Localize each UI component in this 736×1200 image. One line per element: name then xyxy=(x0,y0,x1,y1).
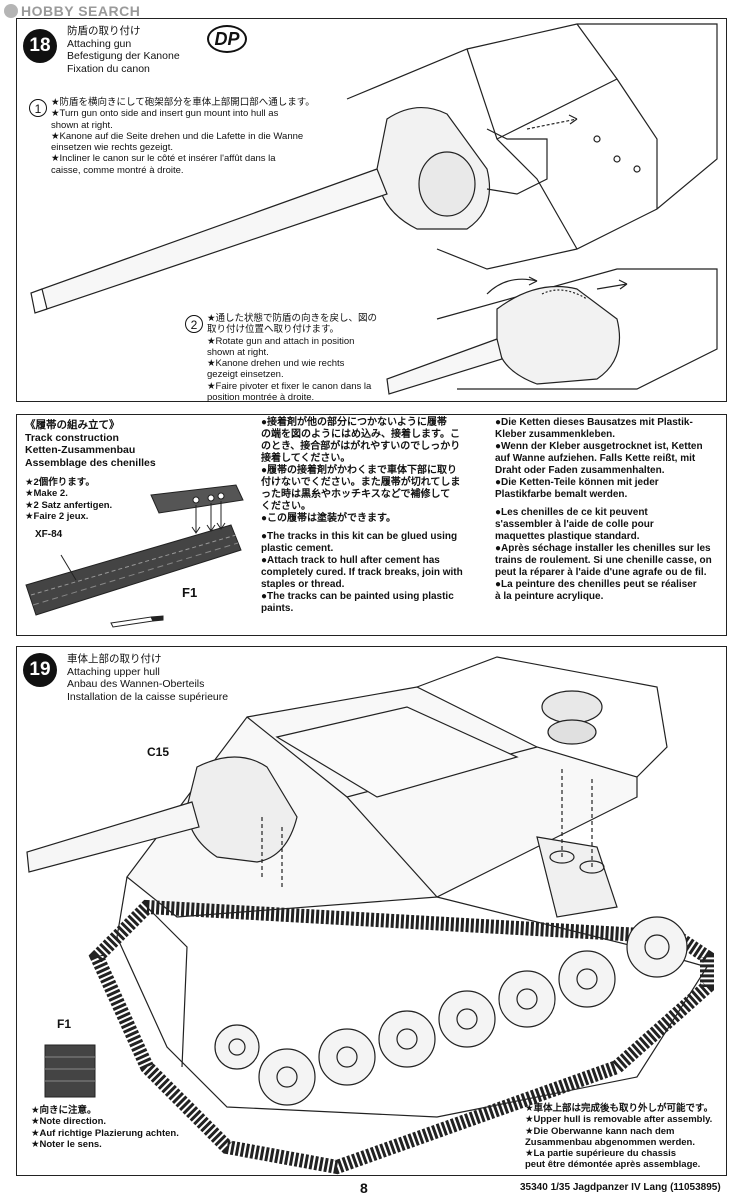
step-number: 19 xyxy=(23,653,57,687)
step-18-panel: 18 防盾の取り付け Attaching gun Befestigung der… xyxy=(16,18,727,404)
removable-hull-note: ★車体上部は完成後も取り外しが可能です。 ★Upper hull is remo… xyxy=(525,1103,714,1171)
gun-insertion-drawing xyxy=(30,23,718,395)
upper-hull-drawing xyxy=(26,656,714,1175)
step-title: 車体上部の取り付け Attaching upper hull Anbau des… xyxy=(67,653,229,703)
track-drawing xyxy=(25,484,244,628)
step-title: 防盾の取り付け Attaching gun Befestigung der Ka… xyxy=(67,25,180,75)
page-number: 8 xyxy=(360,1180,368,1196)
watermark-logo: HOBBY SEARCH xyxy=(4,3,140,19)
make-two-note: ★2個作ります。 ★Make 2. ★2 Satz anfertigen. ★F… xyxy=(25,477,113,522)
track-title: 《履帯の組み立て》 Track construction Ketten-Zusa… xyxy=(25,419,156,469)
substep-2-text: ★通した状態で防盾の向きを戻し、図の 取り付け位置へ取り付けます。 ★Rotat… xyxy=(207,313,378,404)
track-construction-panel: 《履帯の組み立て》 Track construction Ketten-Zusa… xyxy=(16,414,727,636)
step-19-panel: 19 車体上部の取り付け Attaching upper hull Anbau … xyxy=(16,646,727,1176)
track-notes-jp-en: ●接着剤が他の部分につかないように履帯 の端を図のようにはめ込み、接着します。こ… xyxy=(261,417,463,614)
part-f1-label: F1 xyxy=(57,1017,72,1031)
track-notes-de-fr: ●Die Ketten dieses Bausatzes mit Plastik… xyxy=(495,417,712,602)
part-c15-label: C15 xyxy=(147,745,170,759)
substep-1-text: ★防盾を横向きにして砲架部分を車体上部開口部へ通します。 ★Turn gun o… xyxy=(51,97,315,176)
substep-1-marker: 1 xyxy=(29,99,47,117)
kit-info: 35340 1/35 Jagdpanzer IV Lang (11053895) xyxy=(520,1182,721,1193)
substep-2-marker: 2 xyxy=(185,315,203,333)
part-f1-label: F1 xyxy=(182,585,198,600)
logo-icon xyxy=(4,4,18,18)
direction-note: ★向きに注意。 ★Note direction. ★Auf richtige P… xyxy=(31,1105,179,1150)
paint-code-label: XF-84 xyxy=(35,529,63,540)
dp-badge: DP xyxy=(207,25,247,53)
step-number: 18 xyxy=(23,29,57,63)
